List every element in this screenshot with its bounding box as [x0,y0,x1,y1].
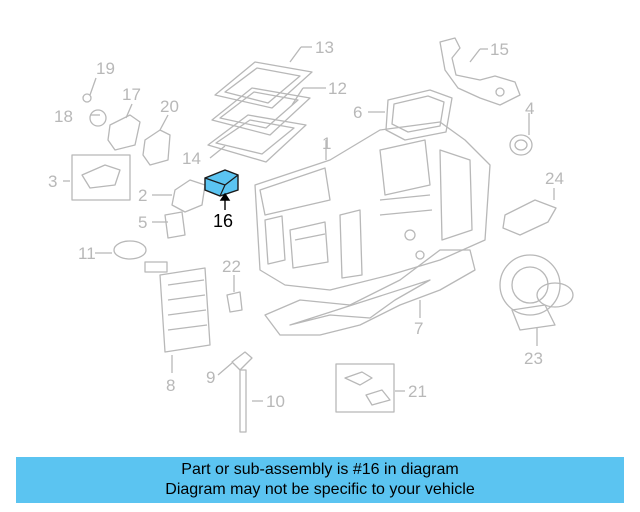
callout-24: 24 [545,169,564,188]
callout-3: 3 [48,172,58,191]
resistor [502,199,557,236]
blower-motor [499,254,574,331]
callout-11: 11 [78,244,96,263]
callout-4: 4 [525,99,535,118]
callout-2: 2 [138,186,148,205]
part-5 [164,211,186,239]
callout-17: 17 [122,85,141,104]
callout-14: 14 [182,149,201,168]
small-parts [82,93,171,166]
heater-core [144,261,211,353]
callout-15: 15 [490,40,509,59]
part-9 [231,351,253,371]
callout-20: 20 [160,97,179,116]
evaporator [385,89,453,141]
callout-6: 6 [353,103,363,122]
part-22 [226,291,243,313]
parts-diagram [63,37,574,433]
callout-22: 22 [222,257,241,276]
part-2 [171,179,206,213]
part-21-box [335,363,395,413]
callout-19: 19 [96,59,115,78]
callout-9: 9 [206,368,216,387]
callout-1: 1 [322,134,332,153]
info-banner: Part or sub-assembly is #16 in diagram D… [16,457,624,503]
callout-21: 21 [408,382,427,401]
callout-23: 23 [524,349,543,368]
callout-12: 12 [328,79,347,98]
callout-16: 16 [213,211,234,231]
banner-line-2: Diagram may not be specific to your vehi… [165,481,475,498]
part-3-box [71,154,131,201]
callout-5: 5 [138,213,148,232]
callout-13: 13 [315,38,334,57]
callout-8: 8 [166,376,176,395]
motor-cap [509,134,533,156]
callout-10: 10 [266,392,285,411]
filter-trays [207,61,313,163]
part-10 [239,369,247,433]
part-16-arrow [219,192,231,210]
actuator [439,37,521,106]
floor-duct [264,249,476,336]
callout-7: 7 [414,319,424,338]
banner-line-1: Part or sub-assembly is #16 in diagram [181,461,459,478]
part-11 [113,240,147,260]
part-16-highlight[interactable] [204,169,239,197]
hvac-housing [254,121,491,291]
callout-18: 18 [54,107,73,126]
